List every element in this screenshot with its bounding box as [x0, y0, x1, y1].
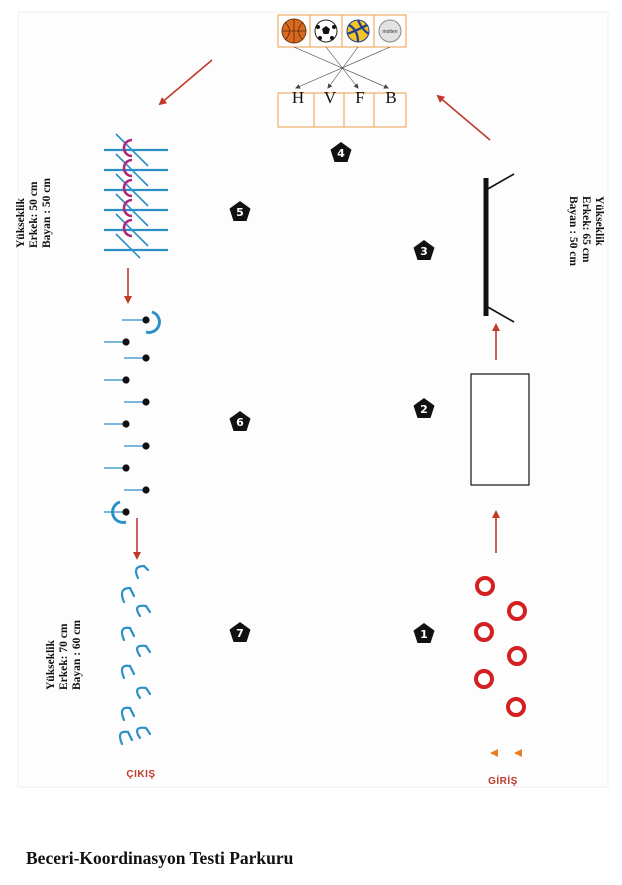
station-3-marker: 3: [413, 240, 435, 260]
flow-arrows: [124, 59, 500, 560]
ball-brand-text: molten: [382, 29, 397, 35]
svg-text:Bayan : 50 cm: Bayan : 50 cm: [567, 196, 579, 266]
svg-text:Erkek: 50 cm: Erkek: 50 cm: [28, 181, 40, 248]
target-label-b: B: [385, 88, 396, 107]
svg-text:Erkek: 70 cm: Erkek: 70 cm: [58, 623, 70, 690]
svg-text:Bayan : 60 cm: Bayan : 60 cm: [71, 620, 83, 690]
svg-text:2: 2: [420, 403, 428, 416]
station-1-marker: 1: [413, 623, 435, 643]
svg-text:Yükseklik: Yükseklik: [15, 198, 27, 248]
svg-text:3: 3: [420, 245, 428, 258]
svg-text:Erkek: 65 cm: Erkek: 65 cm: [580, 196, 592, 263]
volleyball-icon: [346, 19, 370, 43]
height-label-station7: Yükseklik Erkek: 70 cm Bayan : 60 cm: [45, 620, 83, 690]
arrow-4-to-5: [158, 59, 213, 106]
ring-targets: [474, 576, 527, 717]
mat-area: [470, 373, 530, 486]
basketball-icon: [281, 18, 307, 44]
zigzag-markers: [118, 564, 152, 746]
figure-title: Beceri-Koordinasyon Testi Parkuru: [26, 848, 294, 868]
target-label-f: F: [355, 88, 364, 107]
handball-icon: molten: [378, 19, 402, 43]
target-label-h: H: [292, 88, 304, 107]
svg-text:Yükseklik: Yükseklik: [45, 640, 57, 690]
target-boxes: H V F B: [277, 88, 407, 128]
throw-lines: [293, 46, 391, 89]
ball-rack: molten: [277, 14, 407, 48]
station-6-marker: 6: [229, 411, 251, 431]
station-7-marker: 7: [229, 622, 251, 642]
svg-text:5: 5: [236, 206, 244, 219]
station-5-marker: 5: [229, 201, 251, 221]
exit-label: ÇIKIŞ: [126, 769, 155, 780]
station-2-marker: 2: [413, 398, 435, 418]
svg-text:6: 6: [236, 416, 244, 429]
svg-text:4: 4: [337, 147, 345, 160]
hurdle-hoops: [104, 133, 168, 259]
start-markers: [490, 749, 522, 757]
target-label-v: V: [324, 88, 337, 107]
svg-text:Bayan : 50 cm: Bayan : 50 cm: [41, 178, 53, 248]
start-label: GİRİŞ: [488, 774, 518, 787]
station-4-marker: 4: [330, 142, 352, 162]
height-label-station3: Yükseklik Erkek: 65 cm Bayan : 50 cm: [567, 196, 605, 266]
svg-text:Yükseklik: Yükseklik: [593, 196, 605, 246]
slalom-cones: [104, 310, 161, 524]
svg-text:7: 7: [236, 627, 244, 640]
high-bar: [483, 173, 515, 323]
arrow-3-to-4: [436, 94, 491, 141]
soccer-ball-icon: [314, 19, 338, 43]
height-label-station5: Yükseklik Erkek: 50 cm Bayan : 50 cm: [15, 178, 53, 248]
svg-text:1: 1: [420, 628, 428, 641]
